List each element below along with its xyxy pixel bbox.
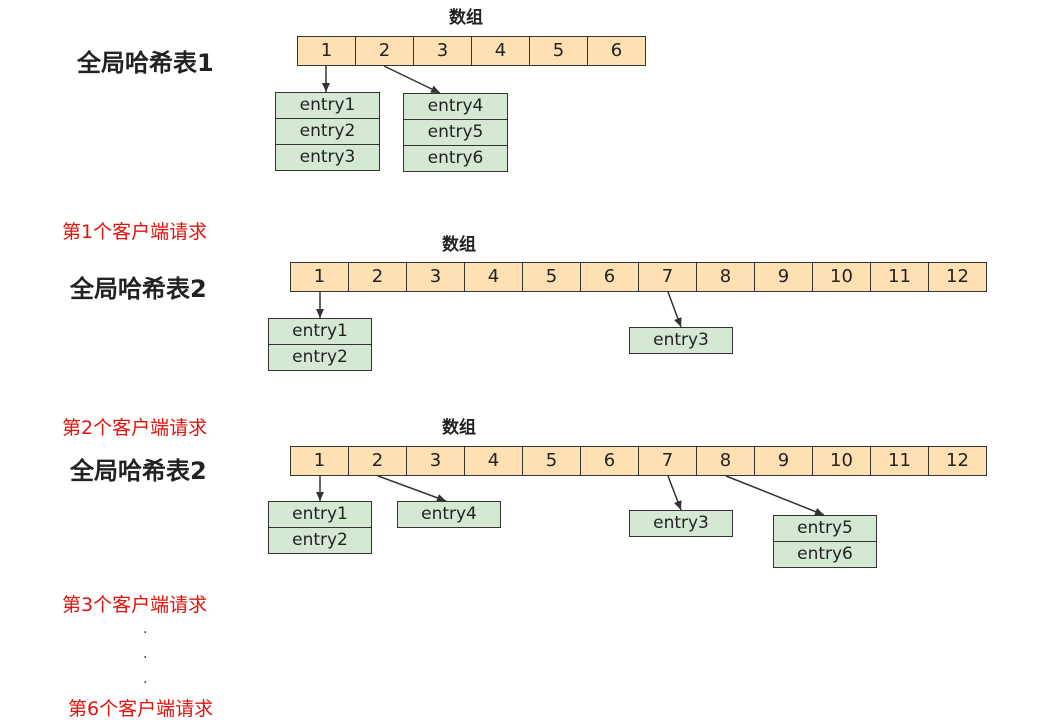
entry-bucket: entry3 [629, 327, 733, 354]
array-cell: 1 [298, 36, 356, 66]
arrow-cell-8-to-bucket [725, 475, 825, 516]
client-request-label: 第1个客户端请求 [62, 221, 208, 243]
array-cell: 5 [523, 446, 581, 476]
array-cell: 4 [472, 36, 530, 66]
entry-bucket: entry1 entry2 [268, 501, 372, 554]
continuation-dot: . [143, 671, 148, 687]
array-cell: 8 [697, 262, 755, 292]
entry-bucket: entry5 entry6 [773, 515, 877, 568]
entry-node: entry3 [629, 511, 733, 537]
array-cell: 1 [291, 262, 349, 292]
array-cell: 9 [755, 446, 813, 476]
array-cell: 4 [465, 262, 523, 292]
array-cell: 12 [929, 446, 987, 476]
client-request-label: 第2个客户端请求 [62, 417, 208, 439]
array-cell: 6 [581, 446, 639, 476]
array-cell: 6 [581, 262, 639, 292]
array-cell: 3 [407, 262, 465, 292]
array-cell: 5 [530, 36, 588, 66]
entry-node: entry2 [268, 345, 372, 371]
arrow-cell-7-to-bucket [667, 291, 682, 328]
array-cell: 12 [929, 262, 987, 292]
array-cell: 2 [356, 36, 414, 66]
continuation-dot: . [143, 621, 148, 637]
arrow-cell-2-to-bucket [377, 475, 447, 502]
array-cell: 10 [813, 446, 871, 476]
array-cell: 8 [697, 446, 755, 476]
entry-node: entry4 [403, 94, 508, 120]
entry-bucket: entry4 entry5 entry6 [403, 93, 508, 172]
array-cell: 7 [639, 262, 697, 292]
array-cell: 1 [291, 446, 349, 476]
continuation-dot: . [143, 646, 148, 662]
array-cell: 4 [465, 446, 523, 476]
entry-bucket: entry1 entry2 [268, 318, 372, 371]
array-cell: 2 [349, 262, 407, 292]
array-cell: 11 [871, 446, 929, 476]
array-cell: 7 [639, 446, 697, 476]
client-request-label: 第3个客户端请求 [62, 594, 208, 616]
array-label: 数组 [442, 235, 476, 255]
entry-node: entry1 [268, 502, 372, 528]
array-label: 数组 [449, 8, 483, 28]
hash-table-label: 全局哈希表1 [77, 49, 214, 77]
hash-array: 1 2 3 4 5 6 [297, 36, 646, 66]
arrow-cell-7-to-bucket [667, 475, 682, 511]
entry-bucket: entry4 [397, 501, 501, 528]
entry-node: entry6 [773, 542, 877, 568]
hash-table-label: 全局哈希表2 [70, 275, 207, 303]
entry-node: entry3 [275, 145, 380, 171]
entry-node: entry4 [397, 502, 501, 528]
entry-node: entry3 [629, 328, 733, 354]
array-cell: 6 [588, 36, 646, 66]
array-label: 数组 [442, 418, 476, 438]
entry-node: entry5 [773, 516, 877, 542]
array-cell: 9 [755, 262, 813, 292]
arrow-cell-2-to-bucket [383, 65, 441, 94]
array-cell: 10 [813, 262, 871, 292]
client-request-label: 第6个客户端请求 [68, 698, 214, 720]
array-cell: 2 [349, 446, 407, 476]
entry-bucket: entry3 [629, 510, 733, 537]
array-cell: 3 [407, 446, 465, 476]
entry-node: entry1 [275, 93, 380, 119]
hash-array: 1 2 3 4 5 6 7 8 9 10 11 12 [290, 446, 987, 476]
entry-node: entry6 [403, 146, 508, 172]
entry-bucket: entry1 entry2 entry3 [275, 92, 380, 171]
array-cell: 3 [414, 36, 472, 66]
entry-node: entry2 [275, 119, 380, 145]
array-cell: 11 [871, 262, 929, 292]
array-cell: 5 [523, 262, 581, 292]
entry-node: entry2 [268, 528, 372, 554]
hash-array: 1 2 3 4 5 6 7 8 9 10 11 12 [290, 262, 987, 292]
hash-table-label: 全局哈希表2 [70, 457, 207, 485]
entry-node: entry5 [403, 120, 508, 146]
entry-node: entry1 [268, 319, 372, 345]
